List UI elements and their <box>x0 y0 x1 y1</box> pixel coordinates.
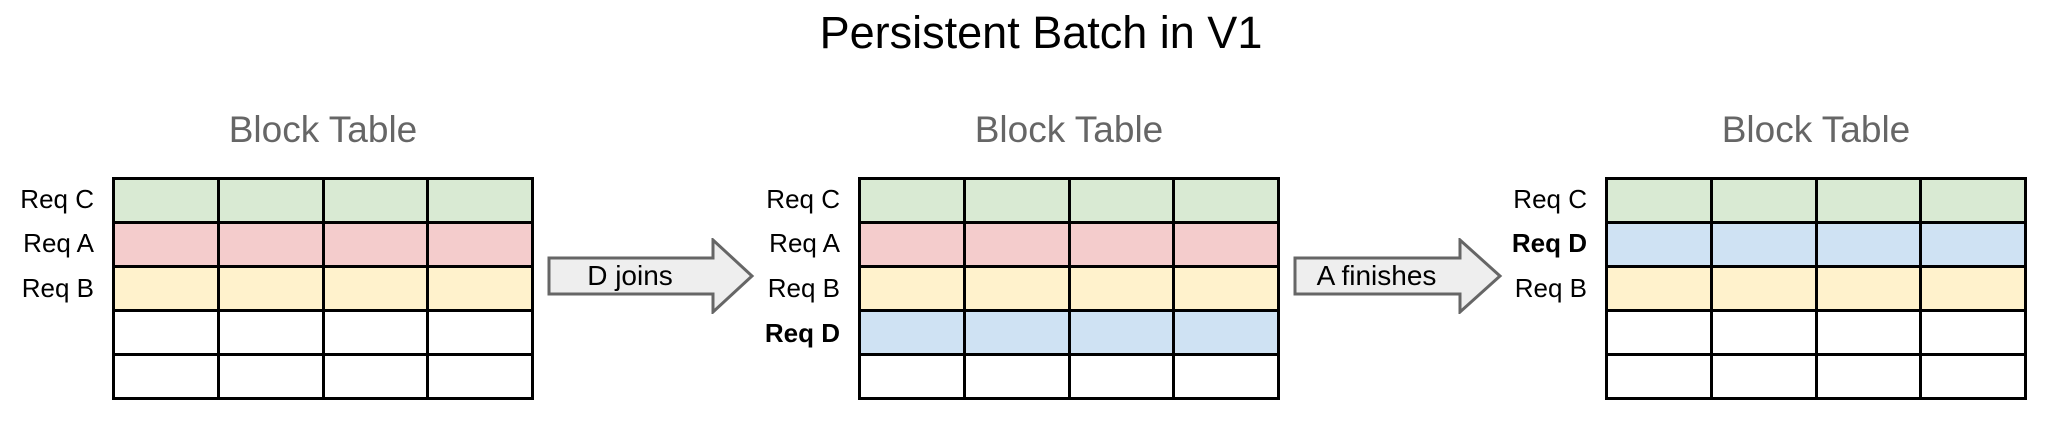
block-table-title: Block Table <box>974 109 1164 150</box>
block-cell <box>861 180 963 221</box>
block-cell <box>1608 356 1710 397</box>
block-cell <box>219 180 322 221</box>
block-cell <box>1175 180 1277 221</box>
row-label: Req D <box>764 317 840 348</box>
block-cell <box>965 268 1068 309</box>
block-cell <box>324 312 427 353</box>
row-label: Req C <box>20 183 94 214</box>
row-label <box>0 355 94 400</box>
row-label: Req D <box>1511 228 1587 259</box>
block-cell <box>1817 356 1920 397</box>
block-cell <box>429 224 531 265</box>
block-cell <box>1712 180 1815 221</box>
block-cell <box>965 356 1068 397</box>
block-cell <box>1608 180 1710 221</box>
block-cell <box>115 268 217 309</box>
block-table-grid <box>1605 177 2027 400</box>
block-cell <box>219 356 322 397</box>
arrow-label: D joins <box>587 260 673 291</box>
row-label <box>1387 311 1587 356</box>
arrow-a-finishes: A finishes <box>1293 238 1503 314</box>
row-label: Req B <box>1514 272 1587 303</box>
block-cell <box>1175 312 1277 353</box>
row-label: Req B <box>21 272 94 303</box>
block-table-title: Block Table <box>228 109 418 150</box>
block-cell <box>429 268 531 309</box>
block-cell <box>1922 356 2024 397</box>
block-cell <box>1712 312 1815 353</box>
block-cell <box>965 312 1068 353</box>
row-label: Req A <box>23 228 94 259</box>
block-cell <box>1817 268 1920 309</box>
arrow-d-joins: D joins <box>547 238 755 314</box>
block-cell <box>115 356 217 397</box>
row-label <box>0 311 94 356</box>
block-table-panel-1: Block Table Req C Req A Req B <box>20 0 534 421</box>
block-cell <box>1712 268 1815 309</box>
block-cell <box>1922 224 2024 265</box>
block-cell <box>965 180 1068 221</box>
right-arrow-icon <box>547 238 755 314</box>
block-cell <box>1922 268 2024 309</box>
block-cell <box>1608 224 1710 265</box>
arrow-label: A finishes <box>1316 260 1437 291</box>
block-table-grid <box>858 177 1280 400</box>
block-cell <box>1817 180 1920 221</box>
block-cell <box>1712 224 1815 265</box>
block-cell <box>1712 356 1815 397</box>
block-cell <box>1070 356 1173 397</box>
block-cell <box>429 180 531 221</box>
row-labels: Req C Req A Req B <box>0 177 94 400</box>
block-cell <box>861 224 963 265</box>
block-cell <box>429 312 531 353</box>
block-cell <box>219 312 322 353</box>
block-cell <box>429 356 531 397</box>
row-label <box>1387 355 1587 400</box>
block-cell <box>324 180 427 221</box>
row-label: Req C <box>766 183 840 214</box>
block-cell <box>324 268 427 309</box>
block-cell <box>1175 356 1277 397</box>
block-cell <box>1922 312 2024 353</box>
block-cell <box>861 268 963 309</box>
block-cell <box>324 356 427 397</box>
block-cell <box>1175 224 1277 265</box>
block-table-panel-2: Block Table Req C Req A Req B Req D <box>765 0 1280 421</box>
block-cell <box>219 268 322 309</box>
block-cell <box>1817 224 1920 265</box>
right-arrow-icon <box>1293 238 1503 314</box>
row-label: Req A <box>769 228 840 259</box>
block-cell <box>1817 312 1920 353</box>
block-cell <box>1922 180 2024 221</box>
block-cell <box>1070 180 1173 221</box>
block-cell <box>324 224 427 265</box>
block-cell <box>861 356 963 397</box>
block-cell <box>219 224 322 265</box>
block-cell <box>965 224 1068 265</box>
block-table-title: Block Table <box>1721 109 1911 150</box>
block-cell <box>1070 268 1173 309</box>
block-cell <box>115 180 217 221</box>
row-labels: Req C Req D Req B <box>1387 177 1587 400</box>
block-cell <box>861 312 963 353</box>
block-cell <box>1175 268 1277 309</box>
block-cell <box>1070 312 1173 353</box>
row-label: Req B <box>767 272 840 303</box>
block-cell <box>1608 268 1710 309</box>
diagram-title: Persistent Batch in V1 <box>819 7 1263 58</box>
block-cell <box>115 224 217 265</box>
block-table-panel-3: Block Table Req C Req D Req B <box>1512 0 2027 421</box>
block-cell <box>1070 224 1173 265</box>
row-label <box>640 355 840 400</box>
row-labels: Req C Req A Req B Req D <box>640 177 840 400</box>
row-label: Req C <box>1513 183 1587 214</box>
block-cell <box>115 312 217 353</box>
block-table-grid <box>112 177 534 400</box>
block-cell <box>1608 312 1710 353</box>
